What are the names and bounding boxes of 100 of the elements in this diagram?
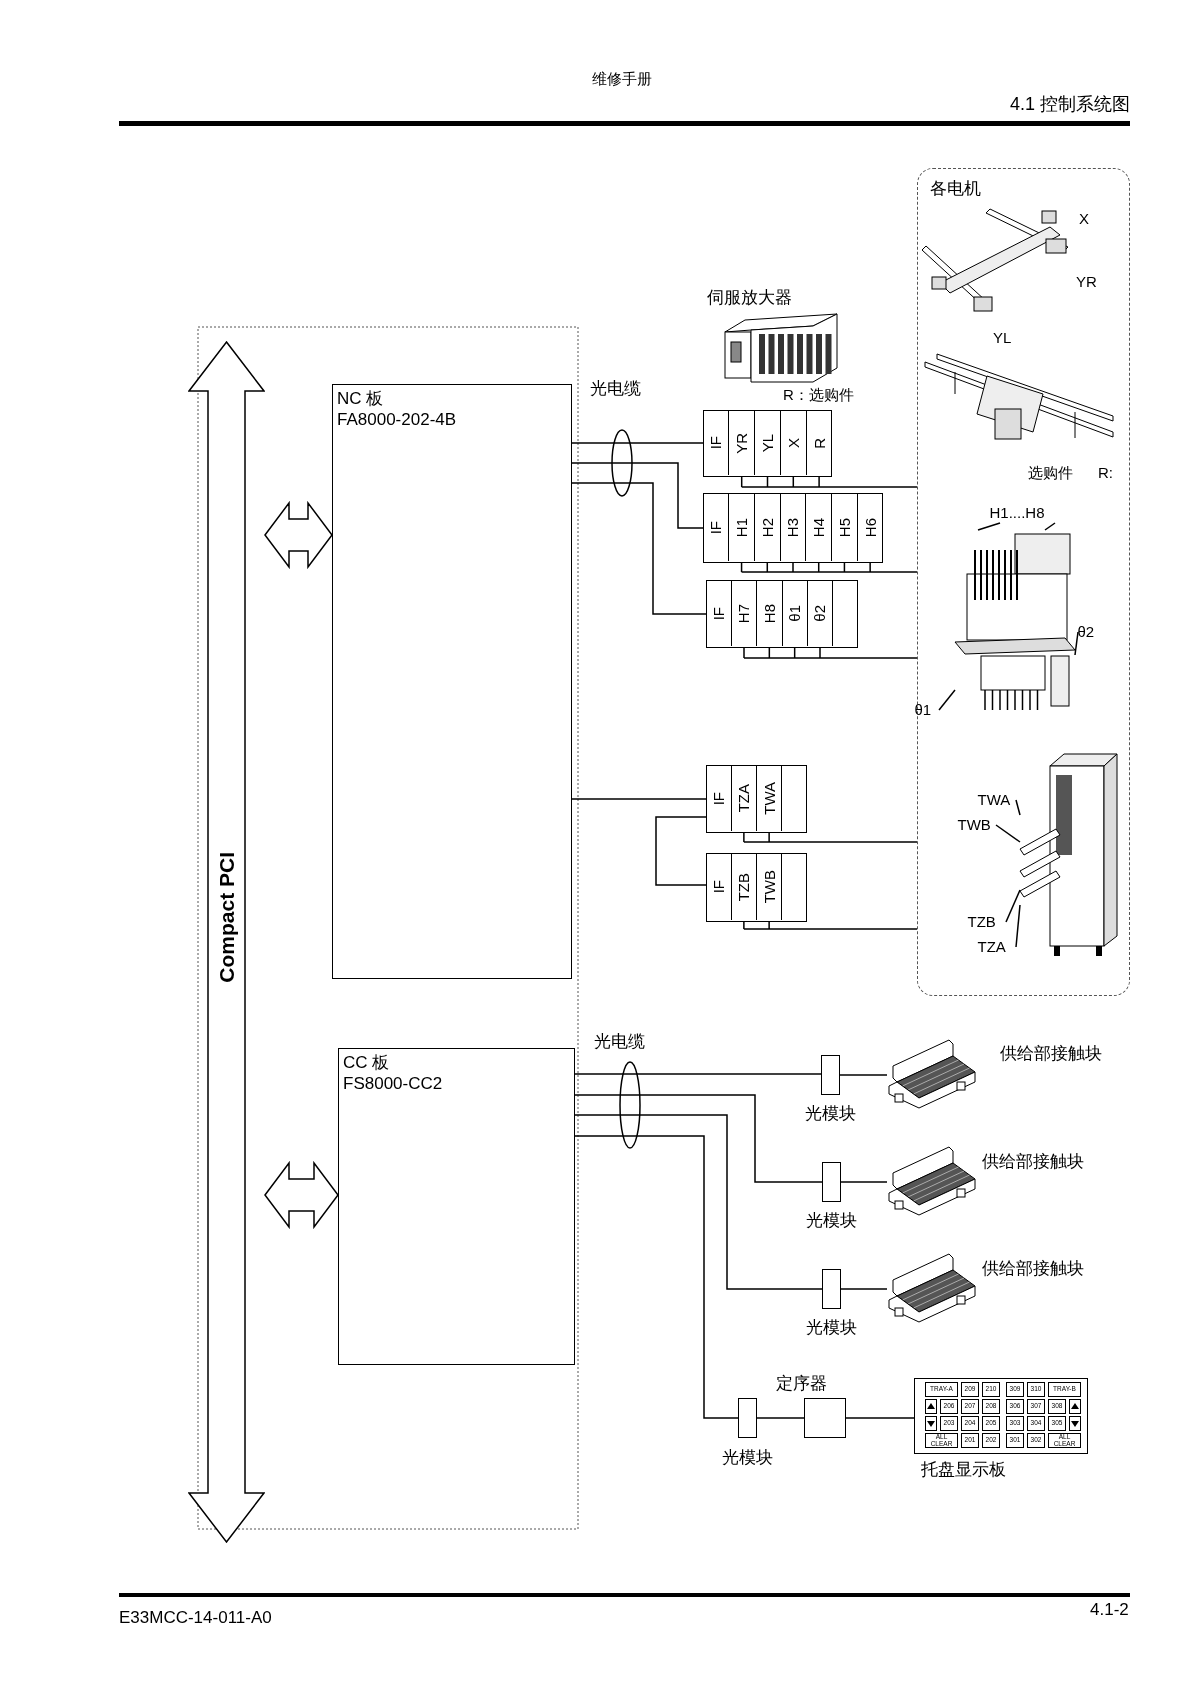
cable-bundle-mark [619,1061,641,1149]
module-slot: H7 [730,581,757,646]
optical-module [821,1055,840,1095]
module-slot: X [779,411,806,475]
bus-label: Compact PCI [214,852,239,983]
module-slot: YL [754,411,780,475]
module-slot: H4 [805,494,832,561]
module-slot: H5 [831,494,857,561]
text-label: 光电缆 [594,1031,645,1053]
part-label: 供给部接触块 [982,1258,1084,1280]
module-slot: IF [705,766,731,831]
leader-line [995,824,1021,843]
connection-line [574,1114,823,1290]
text-label: E33MCC-14-011-A0 [119,1608,272,1628]
module-slot: H2 [753,494,780,561]
part-label: 光模块 [722,1447,773,1469]
connection-line [574,1094,823,1183]
part-label: 光模块 [806,1210,857,1232]
callout-label: H1....H8 [989,502,1070,523]
leader-line [1005,889,1021,923]
part-number: FS8000-CC2 [343,1073,444,1094]
double-arrow [188,341,265,1543]
section-title: 4.1 控制系统图 [1008,93,1130,116]
connection-line [571,798,707,800]
connection-line [574,1073,822,1075]
module-slot: IF [705,854,731,920]
sequencer-box [804,1398,846,1438]
leader-line [1074,631,1079,656]
connection-line [574,1135,739,1419]
cable-line [743,832,918,843]
double-arrow [264,1160,339,1230]
optical-module [738,1398,757,1438]
text-label: X [1079,210,1089,227]
callout-label: θ2 [1077,621,1102,642]
cable-line [740,562,918,573]
text-label: R：选购件 [783,386,854,405]
board-name: CC 板 [343,1052,391,1073]
circuit-board [332,384,572,979]
double-arrow [264,500,333,570]
module-slot: H3 [779,494,806,561]
text-label: 选购件 [1028,464,1073,483]
module-rack [703,493,883,563]
cable-line [743,921,918,930]
leader-line [977,522,1001,531]
module-slot: IF [702,411,729,475]
module-slot: TWB [756,854,782,920]
dashed-panel [917,168,1130,996]
part-label: 供给部接触块 [1000,1043,1102,1065]
module-slot: H6 [856,494,883,561]
connection-line [655,816,707,886]
board-name: NC 板 [337,388,385,409]
connection-line [571,442,704,444]
connection-line [756,1417,805,1419]
module-slot: H8 [756,581,782,646]
text-label: YL [993,329,1012,346]
text-label: R: [1098,464,1113,481]
module-slot: IF [702,494,729,561]
module-rack [703,410,832,477]
leader-line [938,689,956,711]
callout-label: TWB [957,814,996,835]
module-slot: θ2 [806,581,833,646]
module-rack [706,853,807,922]
connection-line [839,1074,888,1076]
module-slot: TZB [730,854,756,920]
optical-module [822,1162,841,1202]
connection-line [571,462,704,529]
part-label: 光模块 [805,1103,856,1125]
cable-bundle-mark [611,429,633,497]
module-slot: TWA [756,766,782,831]
leader-line [1015,904,1021,948]
text-label: 4.1-2 [1090,1600,1129,1620]
callout-label: TZB [967,911,1006,932]
cable-line [743,647,918,659]
module-slot: H1 [728,494,754,561]
module-slot: θ1 [781,581,807,646]
circuit-board [338,1048,575,1365]
part-number: FA8000-202-4B [337,409,458,430]
optical-module [822,1269,841,1309]
module-slot: TZA [730,766,756,831]
connection-line [840,1181,888,1183]
text-label: YR [1076,273,1097,290]
module-rack [706,765,807,833]
panel-title: 各电机 [930,178,981,199]
connection-line [840,1288,888,1290]
callout-label: TZA [977,936,1016,957]
module-slot: R [805,411,832,475]
servo-drawing [723,312,840,384]
connection-line [845,1417,915,1419]
module-slot: IF [705,581,731,646]
part-label: 供给部接触块 [982,1151,1084,1173]
part-label: 伺服放大器 [707,287,792,309]
part-label: 定序器 [776,1373,827,1395]
part-label: 光模块 [806,1317,857,1339]
module-rack [706,580,858,648]
leader-line [1015,799,1021,816]
leader-line [1044,522,1056,531]
part-label: 托盘显示板 [921,1459,1006,1481]
callout-label: TWA [977,789,1016,810]
cable-line [740,476,918,488]
text-label: 维修手册 [592,70,652,89]
